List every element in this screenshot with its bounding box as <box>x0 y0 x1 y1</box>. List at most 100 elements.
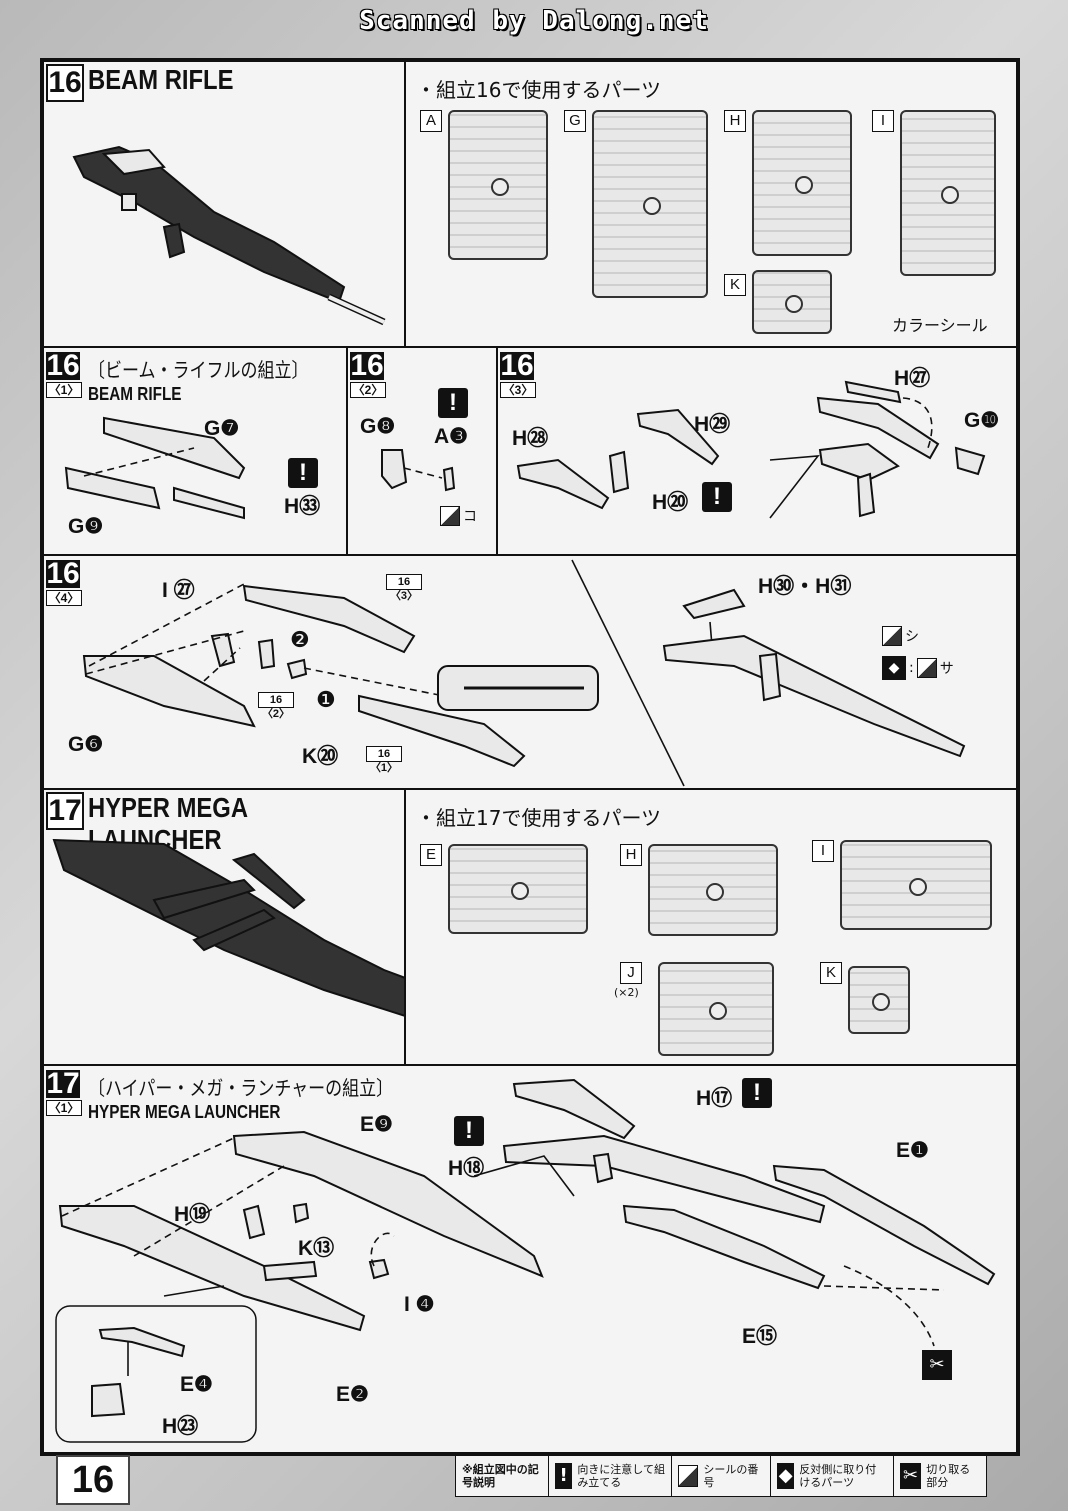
runner-label-i: I <box>812 840 834 862</box>
part-label: I ㉗ <box>162 579 195 602</box>
part-label: E❾ <box>360 1113 393 1136</box>
step16-4-panel: 16 〈4〉 I ㉗ G❻ <box>42 554 1018 790</box>
part-label: E⑮ <box>742 1325 778 1348</box>
runner-label-e: E <box>420 844 442 866</box>
part-label: K⑬ <box>298 1237 335 1260</box>
step-number: 17 <box>46 1067 80 1100</box>
step-title-en: BEAM RIFLE <box>88 384 182 404</box>
part-label: H㉝ <box>284 495 321 518</box>
step-title: BEAM RIFLE <box>88 64 234 95</box>
step-title-en: HYPER MEGA LAUNCHER <box>88 1102 281 1122</box>
warning-icon: ! <box>288 458 318 488</box>
step-number: 16 <box>46 557 80 590</box>
warning-icon: ! <box>742 1078 772 1108</box>
step16-parts-panel: ・組立16で使用するパーツ A G H I K カラーシール <box>404 60 1018 348</box>
part-label: H㉘ <box>512 427 549 450</box>
sticker-icon <box>916 658 937 678</box>
watermark: Scanned by Dalong.net <box>359 6 709 36</box>
part-label: H⑳ <box>652 491 689 514</box>
ref-step-16-1: 16〈1〉 <box>366 746 402 774</box>
runner-label-g: G <box>564 110 586 132</box>
step-number: 16 <box>350 349 384 382</box>
part-label: E❹ <box>180 1373 213 1396</box>
part-label: A❸ <box>434 425 468 448</box>
step16-overview-panel: 16 BEAM RIFLE <box>42 60 406 348</box>
runner-e <box>448 844 588 934</box>
warning-icon: ! <box>438 388 468 418</box>
runner-k <box>752 270 832 334</box>
parts-heading: ・組立17で使用するパーツ <box>416 806 662 830</box>
runner-g <box>592 110 708 298</box>
sticker-icon <box>882 626 902 646</box>
part-label: H㉓ <box>162 1415 199 1438</box>
step17-overview-panel: 17 HYPER MEGA LAUNCHER <box>42 788 406 1066</box>
beam-rifle-illustration <box>72 145 386 326</box>
runner-k <box>848 966 910 1034</box>
order-marker-2: ❷ <box>290 628 310 653</box>
sticker-number: コ <box>463 509 477 525</box>
step16-2-panel: 16 〈2〉 G❽ ! A❸ コ <box>346 346 498 556</box>
part-label: K⑳ <box>302 745 339 768</box>
color-sticker-label: カラーシール <box>892 316 988 335</box>
mirror-icon: ◆ <box>882 656 906 680</box>
step-number: 16 <box>500 349 534 382</box>
legend-text: シールの番号 <box>703 1463 759 1489</box>
mirror-sticker-callout: ◆ : サ <box>882 656 954 680</box>
part-label: H㉚・H㉛ <box>758 575 852 598</box>
part-label: E❶ <box>896 1139 929 1162</box>
mirror-icon: ◆ <box>777 1463 795 1489</box>
runner-j <box>658 962 774 1056</box>
runner-i <box>840 840 992 930</box>
part-label: H⑰ <box>696 1087 733 1110</box>
part-label: H⑲ <box>174 1203 211 1226</box>
sticker-callout: コ <box>440 506 477 526</box>
runner-h <box>648 844 778 936</box>
substep-number: 〈1〉 <box>46 1100 82 1116</box>
step17-1-panel: 17 〈1〉 〔ハイパー・メガ・ランチャーの組立〕 HYPER MEGA LAU… <box>42 1064 1018 1454</box>
part-label: H㉗ <box>894 367 931 390</box>
sticker-number: サ <box>939 661 954 677</box>
ref-step-16-3: 16〈3〉 <box>386 574 422 602</box>
step-number: 16 <box>46 349 80 382</box>
legend-text: 反対側に取り付けるパーツ <box>799 1463 877 1489</box>
substep-number: 〈2〉 <box>350 382 386 398</box>
sticker-callout: シ <box>882 626 919 646</box>
parts-heading: ・組立16で使用するパーツ <box>416 78 662 102</box>
part-label: I ❹ <box>404 1293 435 1316</box>
runner-i <box>900 110 996 276</box>
runner-j-quantity: (×2) <box>614 986 639 999</box>
page-number: 16 <box>56 1455 130 1505</box>
runner-label-k: K <box>724 274 746 296</box>
step-title-jp: 〔ハイパー・メガ・ランチャーの組立〕 <box>88 1078 394 1100</box>
part-label: H㉙ <box>694 413 731 436</box>
step16-1-panel: 16 〈1〉 〔ビーム・ライフルの組立〕 BEAM RIFLE G❼ ! H㉝ … <box>42 346 348 556</box>
runner-label-h: H <box>724 110 746 132</box>
legend-item: ✂ 切り取る部分 <box>893 1456 986 1496</box>
substep-number: 〈4〉 <box>46 590 82 606</box>
step-number: 16 <box>46 64 84 102</box>
warning-icon: ! <box>555 1463 573 1489</box>
part-label: G❻ <box>68 733 104 756</box>
step17-parts-panel: ・組立17で使用するパーツ E H I J (×2) K <box>404 788 1018 1066</box>
sticker-icon <box>440 506 460 526</box>
ref-step-16-2: 16〈2〉 <box>258 692 294 720</box>
sticker-icon <box>678 1465 699 1487</box>
substep-number: 〈1〉 <box>46 382 82 398</box>
legend-text: 切り取る部分 <box>926 1463 971 1489</box>
legend-title: ※組立図中の記号説明 <box>462 1463 539 1489</box>
step16-1-diagram <box>64 416 246 520</box>
runner-h <box>752 110 852 256</box>
sticker-number: シ <box>905 629 919 645</box>
hyper-mega-launcher-illustration <box>52 838 404 1017</box>
step-title-jp: 〔ビーム・ライフルの組立〕 <box>88 360 309 382</box>
legend-text: 向きに注意して組み立てる <box>577 1463 665 1489</box>
cut-icon: ✂ <box>900 1463 922 1489</box>
substep-number: 〈3〉 <box>500 382 536 398</box>
step16-3-panel: 16 〈3〉 H㉘ H㉙ H⑳ ! H㉗ G❿ <box>496 346 1018 556</box>
part-label: G❽ <box>360 415 396 438</box>
warning-icon: ! <box>454 1116 484 1146</box>
order-marker-1: ❶ <box>316 688 336 713</box>
step17-1-diagram <box>55 1078 996 1443</box>
legend-item: ! 向きに注意して組み立てる <box>548 1456 671 1496</box>
part-label: E❷ <box>336 1383 369 1406</box>
